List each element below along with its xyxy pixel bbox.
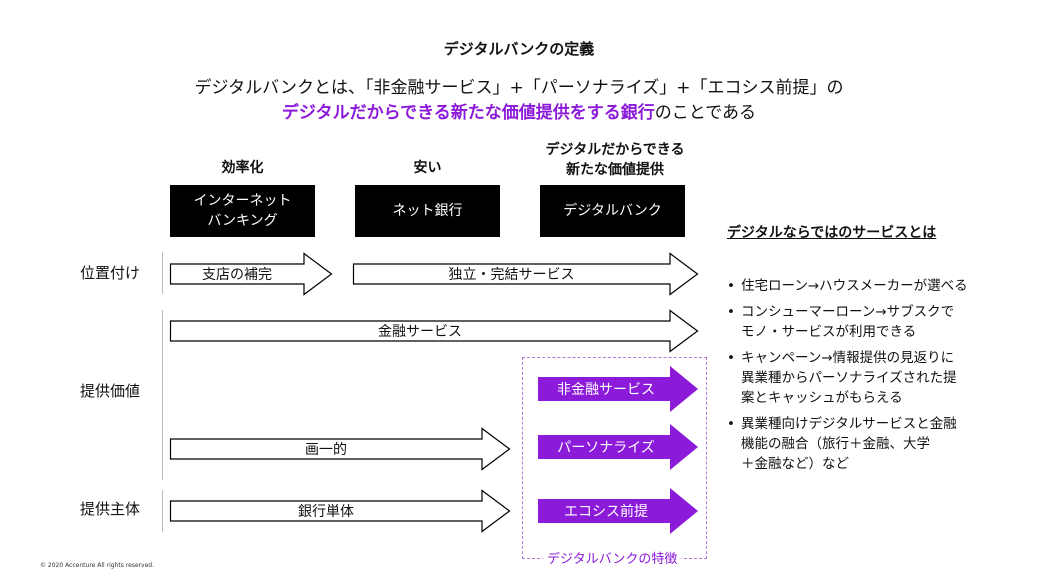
box-internet-banking: インターネット バンキング	[170, 185, 315, 237]
arrow-personalize-label: パーソナライズ	[557, 440, 655, 456]
column-head-new-value: デジタルだからできる 新たな価値提供	[545, 142, 685, 178]
row-label-provider: 提供主体	[79, 500, 140, 518]
separator-value	[162, 310, 163, 480]
definition-line-1: デジタルバンクとは、「非金融サービス」+「パーソナライズ」+「エコシス前提」の	[194, 78, 844, 98]
list-item: • 住宅ローン→ハウスメーカーが選べる	[727, 276, 1027, 296]
digital-bank-feature-label: デジタルバンクの特徴	[543, 548, 682, 567]
arrow-non-financial: 非金融サービス	[538, 366, 698, 412]
arrow-personalize: パーソナライズ	[538, 424, 698, 470]
right-panel-title: デジタルならではのサービスとは	[727, 225, 937, 241]
separator-position	[162, 252, 163, 294]
bullet-icon: •	[727, 350, 735, 366]
arrow-uniform-label: 画一的	[305, 442, 347, 458]
copyright: © 2020 Accenture All rights reserved.	[40, 562, 155, 569]
definition-rest: のことである	[654, 103, 757, 123]
arrow-branch-complement-label: 支店の補完	[202, 267, 272, 283]
arrow-financial-service-label: 金融サービス	[378, 324, 462, 340]
arrow-non-financial-label: 非金融サービス	[557, 382, 655, 398]
box-net-bank: ネット銀行	[355, 185, 500, 237]
separator-provider	[162, 490, 163, 532]
column-head-cheap: 安い	[413, 160, 442, 176]
row-label-position: 位置付け	[79, 264, 140, 282]
arrow-financial-service: 金融サービス	[169, 309, 699, 353]
list-item: • 異業種向けデジタルサービスと金融 機能の融合（旅行＋金融、大学 ＋金融など）…	[727, 414, 1027, 474]
box-digital-bank: デジタルバンク	[540, 185, 685, 237]
list-item-text: コンシューマーローン→サブスクで モノ・サービスが利用できる	[741, 304, 955, 340]
arrow-bank-only: 銀行単体	[169, 489, 511, 533]
right-panel-list: • 住宅ローン→ハウスメーカーが選べる • コンシューマーローン→サブスクで モ…	[727, 276, 1027, 480]
list-item-text: キャンペーン→情報提供の見返りに 異業種からパーソナライズされた提 案とキャッシ…	[741, 350, 957, 406]
arrow-independent-service-label: 独立・完結サービス	[448, 267, 575, 283]
list-item-text: 異業種向けデジタルサービスと金融 機能の融合（旅行＋金融、大学 ＋金融など）など	[741, 416, 957, 472]
arrow-branch-complement: 支店の補完	[169, 252, 333, 296]
arrow-uniform: 画一的	[169, 427, 511, 471]
list-item: • コンシューマーローン→サブスクで モノ・サービスが利用できる	[727, 302, 1027, 342]
list-item-text: 住宅ローン→ハウスメーカーが選べる	[741, 278, 968, 294]
bullet-icon: •	[727, 416, 735, 432]
definition-line-2: デジタルだからできる新たな価値提供をする銀行のことである	[0, 98, 1038, 123]
bullet-icon: •	[727, 304, 735, 320]
arrow-bank-only-label: 銀行単体	[298, 504, 354, 520]
arrow-ecosystem: エコシス前提	[538, 488, 698, 534]
arrow-independent-service: 独立・完結サービス	[352, 252, 699, 296]
list-item: • キャンペーン→情報提供の見返りに 異業種からパーソナライズされた提 案とキャ…	[727, 348, 1027, 408]
arrow-ecosystem-label: エコシス前提	[564, 504, 648, 520]
definition-highlight: デジタルだからできる新たな価値提供をする銀行	[281, 103, 655, 123]
row-label-value: 提供価値	[79, 382, 140, 400]
page-title: デジタルバンクの定義	[443, 40, 595, 58]
bullet-icon: •	[727, 278, 735, 294]
column-head-efficiency: 効率化	[221, 160, 264, 176]
